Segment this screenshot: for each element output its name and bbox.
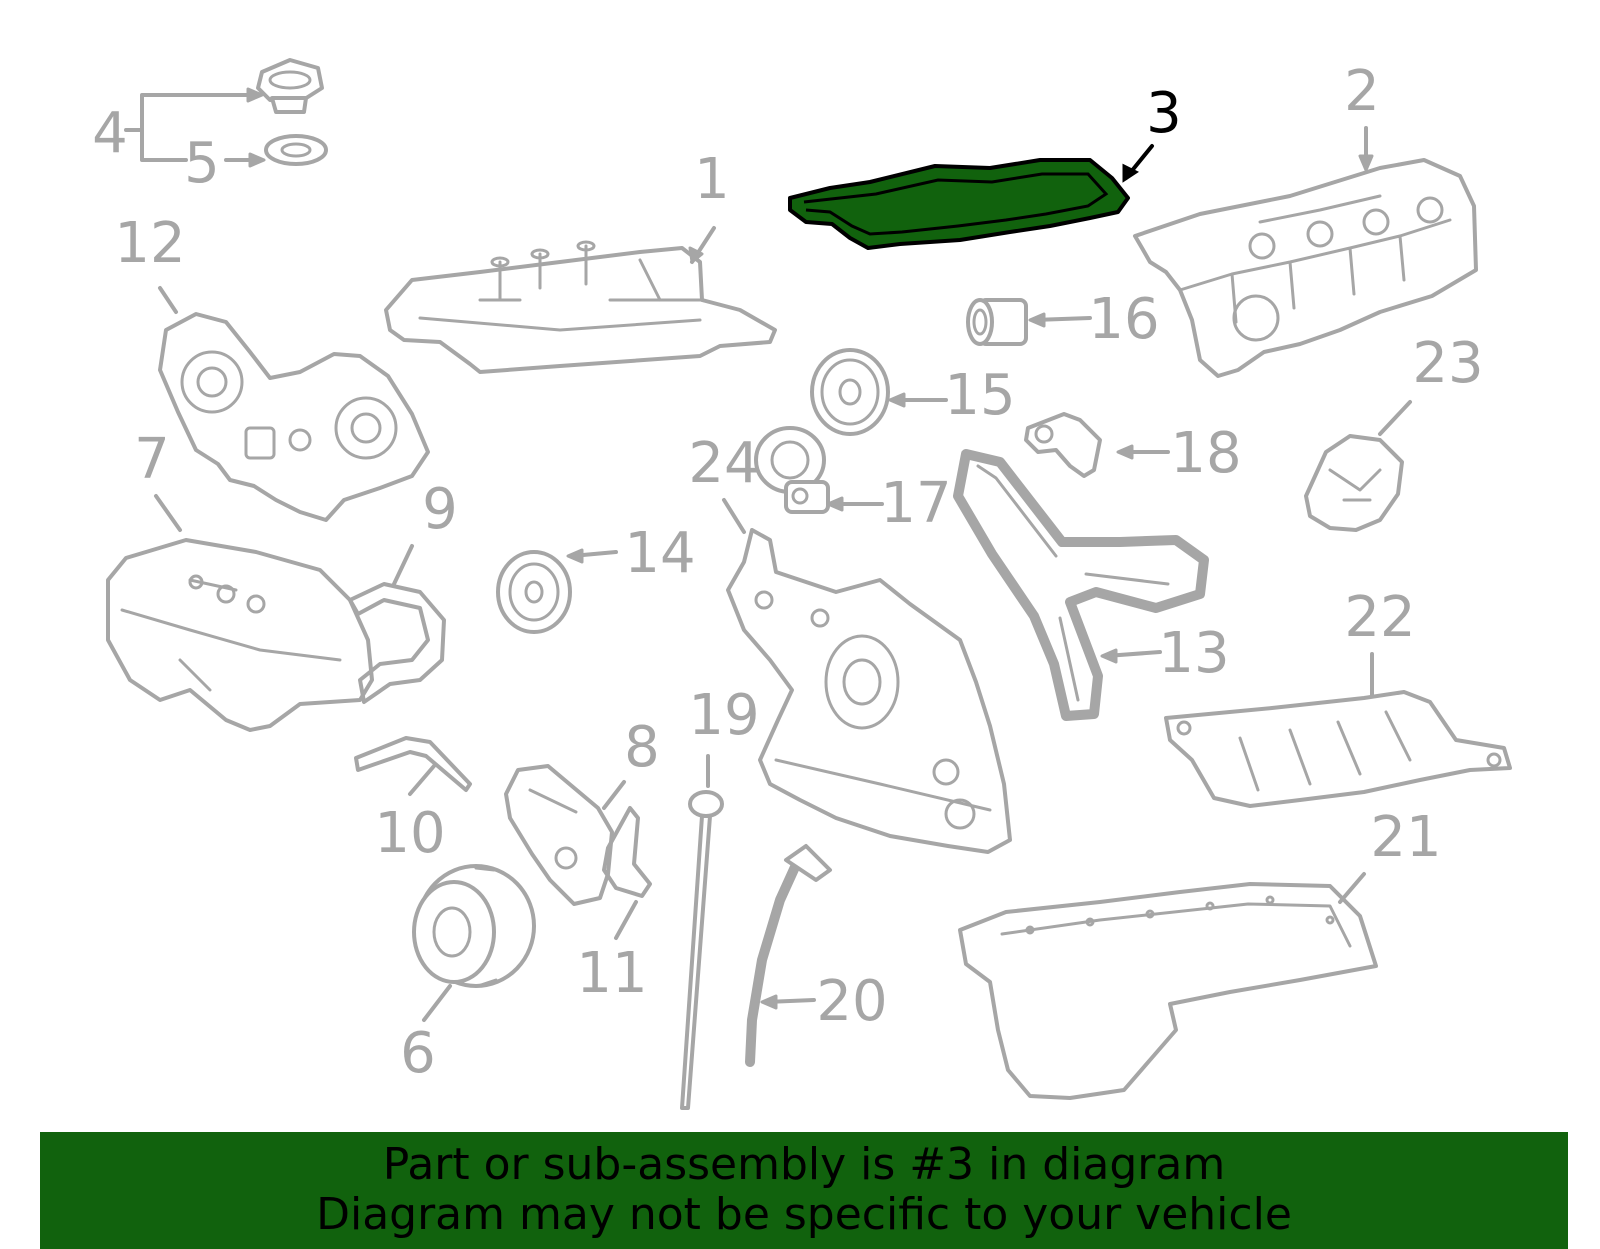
part-8-timing-belt-guide[interactable] <box>504 764 614 906</box>
banner-line-disclaimer: Diagram may not be specific to your vehi… <box>316 1189 1292 1240</box>
part-13-timing-belt[interactable] <box>953 449 1209 721</box>
arrowheads <box>246 87 1374 1010</box>
callout-24[interactable]: 24 <box>688 431 759 496</box>
callout-16[interactable]: 16 <box>1088 287 1159 352</box>
part-14-crankshaft-sprocket[interactable] <box>496 550 572 634</box>
callout-9[interactable]: 9 <box>422 477 458 542</box>
part-20-dipstick-tube[interactable] <box>745 844 832 1067</box>
callout-14[interactable]: 14 <box>624 521 695 586</box>
callout-3[interactable]: 3 <box>1146 81 1182 146</box>
callout-12[interactable]: 12 <box>114 211 185 276</box>
callout-15[interactable]: 15 <box>944 363 1015 428</box>
part-5-filler-cap-gasket[interactable] <box>264 134 328 166</box>
part-17-idler-pulley[interactable] <box>754 426 830 514</box>
callout-17[interactable]: 17 <box>880 471 951 536</box>
part-15-camshaft-sprocket[interactable] <box>810 348 890 436</box>
part-6-crankshaft-pulley[interactable] <box>412 864 536 988</box>
part-2-cylinder-head[interactable] <box>1133 158 1478 378</box>
callout-6[interactable]: 6 <box>400 1021 436 1086</box>
callout-11[interactable]: 11 <box>576 941 647 1006</box>
callout-22[interactable]: 22 <box>1344 585 1415 650</box>
part-21-oil-pan[interactable] <box>958 882 1378 1100</box>
part-1-cylinder-head-cover[interactable] <box>384 240 777 374</box>
callout-1[interactable]: 1 <box>694 147 730 212</box>
callout-13[interactable]: 13 <box>1158 621 1229 686</box>
part-9-timing-cover-gasket[interactable] <box>348 582 446 704</box>
banner-line-part: Part or sub-assembly is #3 in diagram <box>382 1139 1226 1190</box>
part-10-wire-bracket[interactable] <box>354 736 472 792</box>
callout-19[interactable]: 19 <box>688 683 759 748</box>
part-24-oil-pump[interactable] <box>726 528 1012 854</box>
callout-2[interactable]: 2 <box>1344 59 1380 124</box>
part-18-belt-tensioner[interactable] <box>1024 412 1102 478</box>
callout-18[interactable]: 18 <box>1170 421 1241 486</box>
callout-5[interactable]: 5 <box>184 131 220 196</box>
part-23-oil-filter[interactable] <box>1304 434 1404 532</box>
part-22-oil-pan-baffle[interactable] <box>1164 690 1512 808</box>
callout-21[interactable]: 21 <box>1370 805 1441 870</box>
callout-20[interactable]: 20 <box>816 969 887 1034</box>
part-19-oil-dipstick[interactable] <box>680 790 724 1110</box>
callout-23[interactable]: 23 <box>1412 331 1483 396</box>
callout-4[interactable]: 4 <box>92 101 128 166</box>
callout-7[interactable]: 7 <box>134 427 170 492</box>
part-12-timing-belt-rear-cover[interactable] <box>158 312 430 522</box>
part-7-timing-belt-cover[interactable] <box>106 538 374 732</box>
callout-8[interactable]: 8 <box>624 715 660 780</box>
info-banner: Part or sub-assembly is #3 in diagram Di… <box>40 1132 1568 1249</box>
part-11-timing-cover-seal[interactable] <box>602 806 652 898</box>
part-16-plug[interactable] <box>966 298 1028 346</box>
callout-10[interactable]: 10 <box>374 801 445 866</box>
callout-numbers: 1 2 3 4 5 6 7 8 9 10 11 12 13 14 15 16 1… <box>92 59 1483 1086</box>
part-4-oil-filler-cap[interactable] <box>256 58 324 114</box>
part-3-valve-cover-gasket[interactable] <box>788 158 1130 250</box>
